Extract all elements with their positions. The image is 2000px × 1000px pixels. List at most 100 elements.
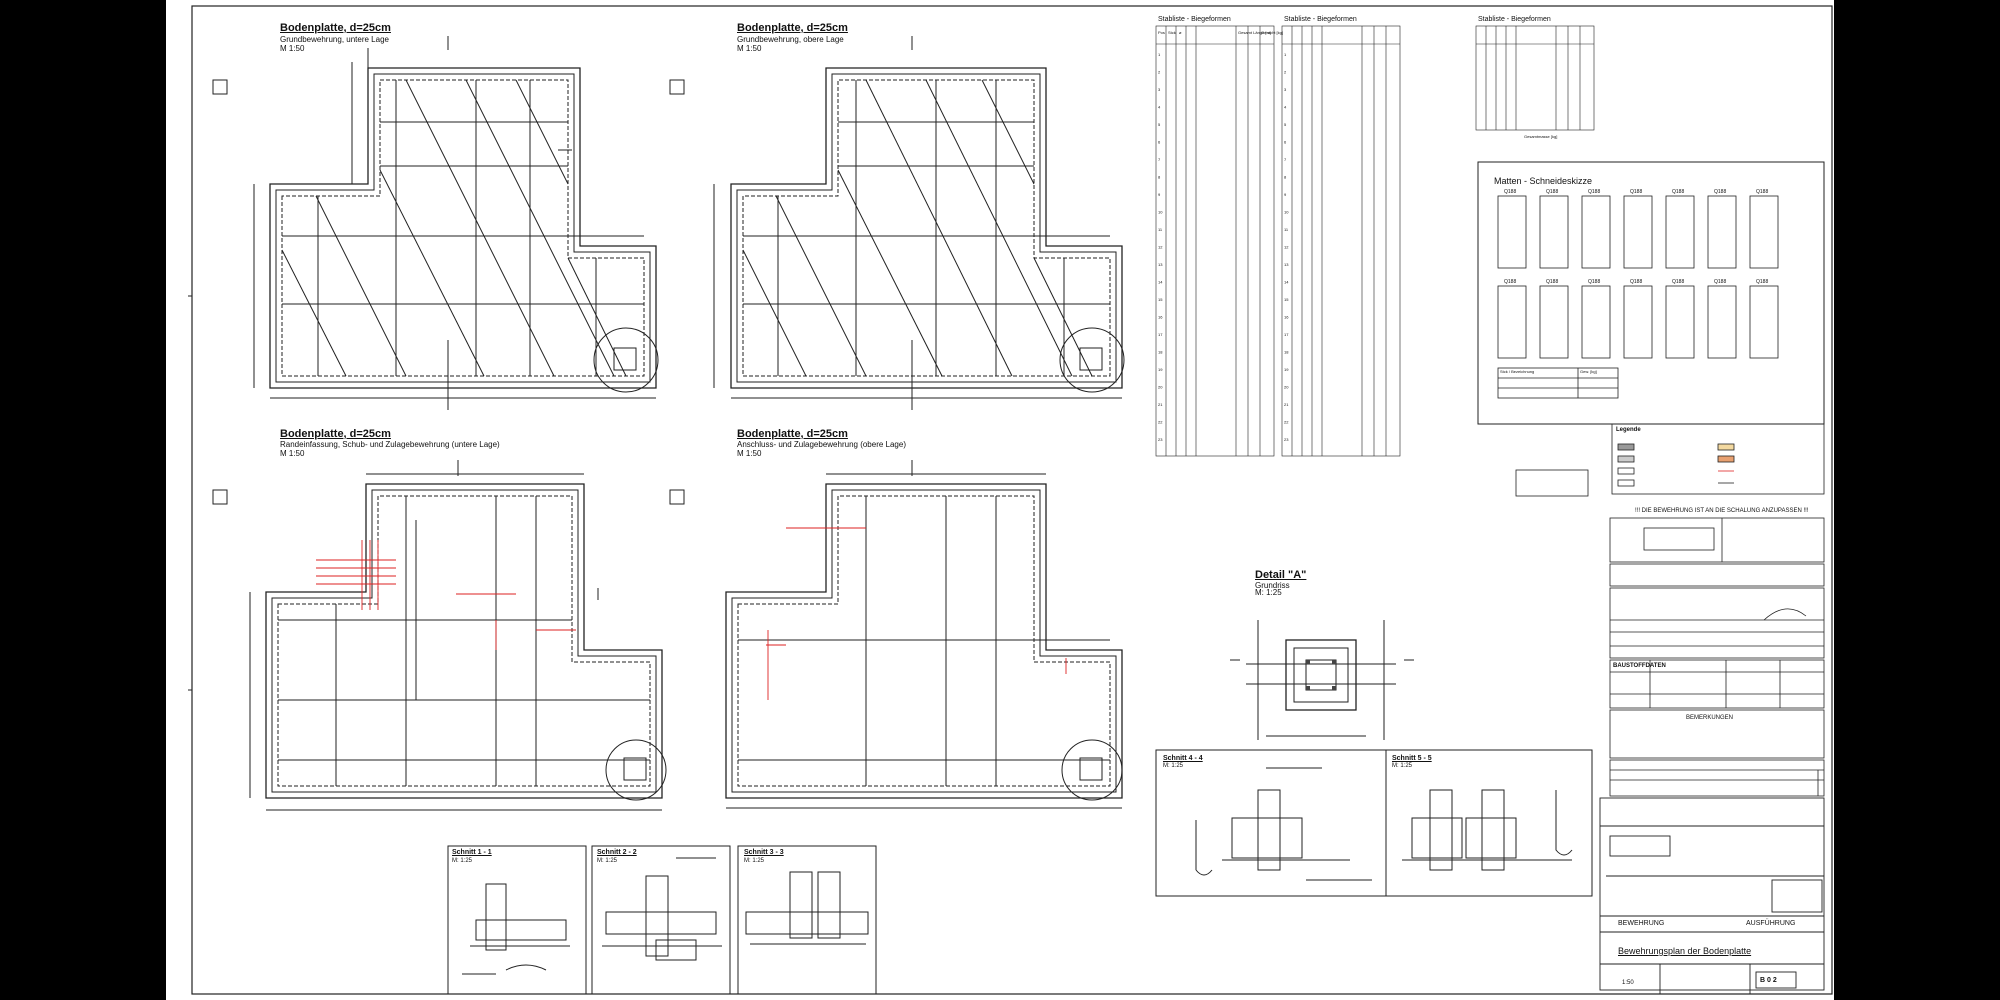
plan-subtitle-4: Anschluss- und Zulagebewehrung (obere La… <box>737 440 906 449</box>
section-3-drawing <box>745 871 869 945</box>
plan-4-outline <box>669 460 1123 809</box>
schedule-pos-label: 16 <box>1284 315 1289 320</box>
schedule-pos-label: 12 <box>1284 245 1289 250</box>
legend-frame <box>1515 423 1825 497</box>
mats-summary-header-2: Gew. [kg] <box>1580 369 1597 374</box>
schedule-pos-label: 20 <box>1158 385 1163 390</box>
schedule-pos-label: 15 <box>1158 297 1163 302</box>
schedule-pos-label: 23 <box>1158 437 1163 442</box>
schedule-pos-label: 10 <box>1158 210 1163 215</box>
section-1-drawing <box>462 883 570 975</box>
mats-frame <box>1477 161 1825 425</box>
schedule-pos-label: 19 <box>1284 367 1289 372</box>
schedule-pos-label: 22 <box>1158 420 1163 425</box>
title-block-scale: 1:50 <box>1622 980 1634 986</box>
mat-label: Q188 <box>1504 189 1517 195</box>
schedule-pos-label: 6 <box>1158 140 1161 145</box>
mat-label: Q188 <box>1672 189 1685 195</box>
section-title-4: Schnitt 4 - 4 <box>1163 755 1203 762</box>
section-3-frame <box>737 845 877 995</box>
schedule-col-weight: Gewicht [kg] <box>1261 30 1284 35</box>
schedule-pos-label: 18 <box>1284 350 1289 355</box>
schedule-col-total: Gesamt Länge [m] <box>1238 30 1271 35</box>
mats-summary-header-1: Stck / Bezeichnung <box>1500 369 1535 374</box>
section-scale-4: M: 1:25 <box>1163 763 1184 769</box>
section-title-1: Schnitt 1 - 1 <box>452 849 492 856</box>
plan-subtitle-3: Randeinfassung, Schub- und Zulagebewehru… <box>280 440 500 449</box>
mat-label: Q188 <box>1672 279 1685 285</box>
schedule-pos-label: 1 <box>1158 52 1161 57</box>
sections-4-5-frame <box>1155 749 1593 897</box>
schedule-pos-label: 2 <box>1158 70 1161 75</box>
mat-label: Q188 <box>1630 279 1643 285</box>
section-2-drawing <box>602 857 722 961</box>
plan-scale-4: M 1:50 <box>737 449 762 458</box>
section-title-3: Schnitt 3 - 3 <box>744 849 784 856</box>
plan-1-outline <box>212 36 659 410</box>
schedule-title-3: Stabliste - Biegeformen <box>1478 16 1551 23</box>
schedule-pos-label: 9 <box>1158 192 1161 197</box>
bending-schedule-grid <box>1155 25 1595 457</box>
mat-label: Q188 <box>1756 279 1769 285</box>
plan-title-1: Bodenplatte, d=25cm <box>280 22 391 34</box>
detail-scale: M: 1:25 <box>1255 588 1282 597</box>
schedule-pos-label: 19 <box>1158 367 1163 372</box>
schedule-pos-label: 21 <box>1284 402 1289 407</box>
plan-scale-2: M 1:50 <box>737 44 762 53</box>
title-block-left-label: BEWEHRUNG <box>1618 920 1665 927</box>
plan-2-outline <box>669 36 1125 410</box>
plan-title-4: Bodenplatte, d=25cm <box>737 428 848 440</box>
schedule-pos-label: 9 <box>1284 192 1287 197</box>
plan-title-3: Bodenplatte, d=25cm <box>280 428 391 440</box>
plan-number: B 0 2 <box>1760 977 1777 984</box>
legend-title: Legende <box>1616 427 1641 433</box>
plan-title-2: Bodenplatte, d=25cm <box>737 22 848 34</box>
schedule-pos-label: 11 <box>1284 227 1289 232</box>
section-title-2: Schnitt 2 - 2 <box>597 849 637 856</box>
schedule-pos-label: 5 <box>1158 122 1161 127</box>
plan-scale-3: M 1:50 <box>280 449 305 458</box>
schedule-pos-label: 21 <box>1158 402 1163 407</box>
schedule-pos-label: 4 <box>1284 105 1287 110</box>
schedule-pos-label: 14 <box>1158 280 1163 285</box>
schedule-pos-label: 8 <box>1284 175 1287 180</box>
section-1-frame <box>447 845 587 995</box>
section-scale-1: M: 1:25 <box>452 858 473 864</box>
schedule-title-1: Stabliste - Biegeformen <box>1158 16 1231 23</box>
schedule-pos-label: 7 <box>1284 157 1287 162</box>
plan-3-outline <box>212 460 667 811</box>
schedule-pos-label: 5 <box>1284 122 1287 127</box>
title-block <box>1599 797 1825 994</box>
schedule-pos-label: 8 <box>1158 175 1161 180</box>
schedule-pos-label: 17 <box>1158 332 1163 337</box>
schedule-pos-label: 13 <box>1158 262 1163 267</box>
info-blocks <box>1609 517 1825 797</box>
schedule-pos-label: 22 <box>1284 420 1289 425</box>
title-block-right-label: AUSFÜHRUNG <box>1746 920 1796 927</box>
mat-label: Q188 <box>1714 189 1727 195</box>
schedule-pos-label: 2 <box>1284 70 1287 75</box>
schedule-pos-label: 11 <box>1158 227 1163 232</box>
detail-subtitle: Grundriss <box>1255 581 1290 590</box>
mat-label: Q188 <box>1546 189 1559 195</box>
schedule-pos-label: 20 <box>1284 385 1289 390</box>
schedule-pos-label: 16 <box>1158 315 1163 320</box>
schedule-col-pos: Pos <box>1158 30 1165 35</box>
mat-label: Q188 <box>1588 279 1601 285</box>
schedule-pos-label: 1 <box>1284 52 1287 57</box>
plan-subtitle-1: Grundbewehrung, untere Lage <box>280 35 389 44</box>
detail-title: Detail "A" <box>1255 569 1307 581</box>
mat-label: Q188 <box>1504 279 1517 285</box>
mat-label: Q188 <box>1588 189 1601 195</box>
section-scale-2: M: 1:25 <box>597 858 618 864</box>
schedule-pos-label: 10 <box>1284 210 1289 215</box>
schedule-col-dia: ø <box>1179 30 1182 35</box>
section-2-frame <box>591 845 731 995</box>
plan-scale-1: M 1:50 <box>280 44 305 53</box>
schedule-pos-label: 7 <box>1158 157 1161 162</box>
site-title: BAUSTOFFDATEN <box>1613 663 1666 669</box>
misc-fills <box>1306 660 1336 690</box>
schedule-pos-label: 23 <box>1284 437 1289 442</box>
mat-label: Q188 <box>1546 279 1559 285</box>
